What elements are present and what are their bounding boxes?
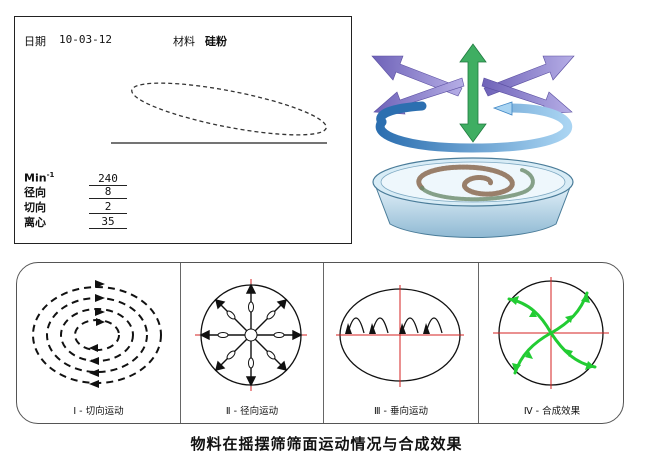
- param-value-min: 240: [89, 172, 127, 186]
- motion-trace: [111, 82, 327, 144]
- caption-tangential: Ⅰ - 切向运动: [73, 406, 124, 417]
- radial-motion-diagram: [195, 279, 307, 391]
- figure-caption: 物料在摇摆筛筛面运动情况与合成效果: [190, 435, 463, 453]
- motion-panel: Ⅰ - 切向运动: [16, 262, 624, 424]
- date-value: 10-03-12: [59, 33, 112, 46]
- date-label: 日期: [24, 35, 46, 48]
- vertical-vibration-arrow: [459, 43, 487, 143]
- caption-radial: Ⅱ - 径向运动: [225, 406, 279, 417]
- param-label-min: Min-1: [24, 171, 55, 185]
- panel-tangential: Ⅰ - 切向运动: [17, 263, 180, 423]
- combined-motion-diagram: [493, 277, 609, 389]
- panel-radial: Ⅱ - 径向运动: [181, 263, 323, 423]
- param-label-radial: 径向: [24, 186, 46, 199]
- sieve-motion-illustration: [371, 43, 575, 238]
- caption-combined: Ⅳ - 合成效果: [523, 406, 581, 417]
- panel-divider: [180, 263, 181, 423]
- material-label: 材料: [173, 35, 195, 48]
- param-value-tangential: 2: [89, 200, 127, 214]
- panel-divider: [478, 263, 479, 423]
- rotation-arrow: [375, 101, 573, 153]
- panel-combined: Ⅳ - 合成效果: [479, 263, 625, 423]
- caption-vertical: Ⅲ - 垂向运动: [373, 406, 429, 417]
- param-value-eccentric: 35: [89, 215, 127, 229]
- param-label-tangential: 切向: [24, 201, 46, 214]
- orbit-trace-ellipse: [131, 82, 327, 136]
- record-card: 日期 10-03-12 材料 硅粉 Min-1 240 径向 8 切向 2 离心…: [14, 16, 352, 244]
- panel-vertical: Ⅲ - 垂向运动: [324, 263, 478, 423]
- sieve-tray: [372, 157, 574, 238]
- vertical-motion-diagram: [336, 285, 464, 387]
- tangential-motion-diagram: [32, 280, 162, 388]
- param-label-eccentric: 离心: [24, 216, 46, 229]
- param-value-radial: 8: [89, 185, 127, 199]
- panel-divider: [323, 263, 324, 423]
- material-value: 硅粉: [205, 35, 227, 48]
